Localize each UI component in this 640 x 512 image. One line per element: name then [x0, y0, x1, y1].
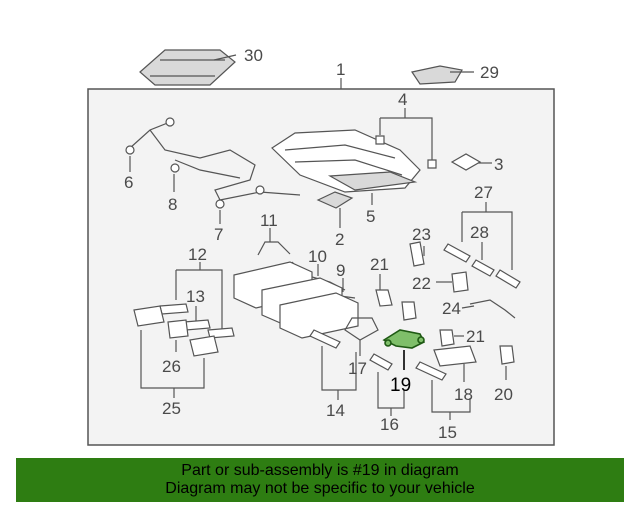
callout-12: 12 [188, 245, 207, 264]
callout-5: 5 [366, 207, 375, 226]
callout-21b: 21 [466, 327, 485, 346]
callout-20: 20 [494, 385, 513, 404]
callout-25: 25 [162, 399, 181, 418]
callout-19: 19 [390, 375, 411, 396]
banner-line-1: Part or sub-assembly is #19 in diagram [181, 462, 459, 479]
part-25-shape [133, 305, 219, 389]
part-24-shape [469, 299, 516, 319]
part-14-shape [309, 329, 341, 349]
part-21b-shape [439, 329, 455, 347]
part-3-shape [450, 153, 482, 171]
callout-29: 29 [480, 63, 499, 82]
leader-16 [377, 372, 405, 416]
banner-line-2: Diagram may not be specific to your vehi… [165, 480, 475, 497]
leader-15 [431, 380, 471, 420]
part-bracket-shape [401, 301, 417, 321]
part-22-shape [451, 271, 469, 293]
callout-18: 18 [454, 385, 473, 404]
info-banner: Part or sub-assembly is #19 in diagram D… [16, 458, 624, 502]
part-2-shape [316, 191, 354, 209]
callout-9: 9 [336, 261, 345, 280]
part-18-shape [433, 345, 477, 367]
callout-4: 4 [398, 90, 407, 109]
callout-17: 17 [348, 359, 367, 378]
part-21a-shape [375, 289, 393, 307]
part-13-shape [183, 319, 211, 331]
part-26-shape [167, 319, 189, 339]
part-17-shape [344, 317, 379, 341]
callout-3: 3 [494, 155, 503, 174]
callout-24: 24 [442, 299, 461, 318]
callout-8: 8 [168, 195, 177, 214]
part-16-shape [369, 353, 393, 371]
callout-21a: 21 [370, 255, 389, 274]
callout-1: 1 [336, 60, 345, 79]
callout-11: 11 [260, 211, 278, 230]
part-5-shape [271, 129, 421, 193]
part-29-shape [411, 65, 463, 85]
part-28-shape [471, 259, 495, 277]
callout-6: 6 [124, 173, 133, 192]
part-20-shape [499, 345, 515, 365]
part-harness-shape [125, 117, 301, 209]
part-23-shape [409, 241, 425, 267]
callout-30: 30 [244, 46, 263, 65]
callout-13: 13 [186, 287, 205, 306]
callout-10: 10 [308, 247, 327, 266]
callout-26: 26 [162, 357, 181, 376]
callout-28: 28 [470, 223, 489, 242]
part-15-shape [415, 361, 447, 381]
callout-15: 15 [438, 423, 457, 442]
part-27-shape [443, 211, 521, 289]
battery-modules-shape [233, 261, 359, 339]
callout-7: 7 [214, 225, 223, 244]
callout-22: 22 [412, 274, 431, 293]
callout-16: 16 [380, 415, 399, 434]
leader-30 [213, 54, 237, 61]
part-30-shape [139, 49, 236, 86]
leader-14 [321, 346, 357, 400]
part-11-shape [257, 241, 291, 256]
leader-24 [461, 305, 475, 309]
part-19-shape [382, 329, 426, 349]
callout-14: 14 [326, 401, 345, 420]
part-4-shape [375, 117, 437, 169]
callout-23: 23 [412, 225, 431, 244]
callout-27: 27 [474, 183, 493, 202]
callout-2: 2 [335, 230, 344, 249]
